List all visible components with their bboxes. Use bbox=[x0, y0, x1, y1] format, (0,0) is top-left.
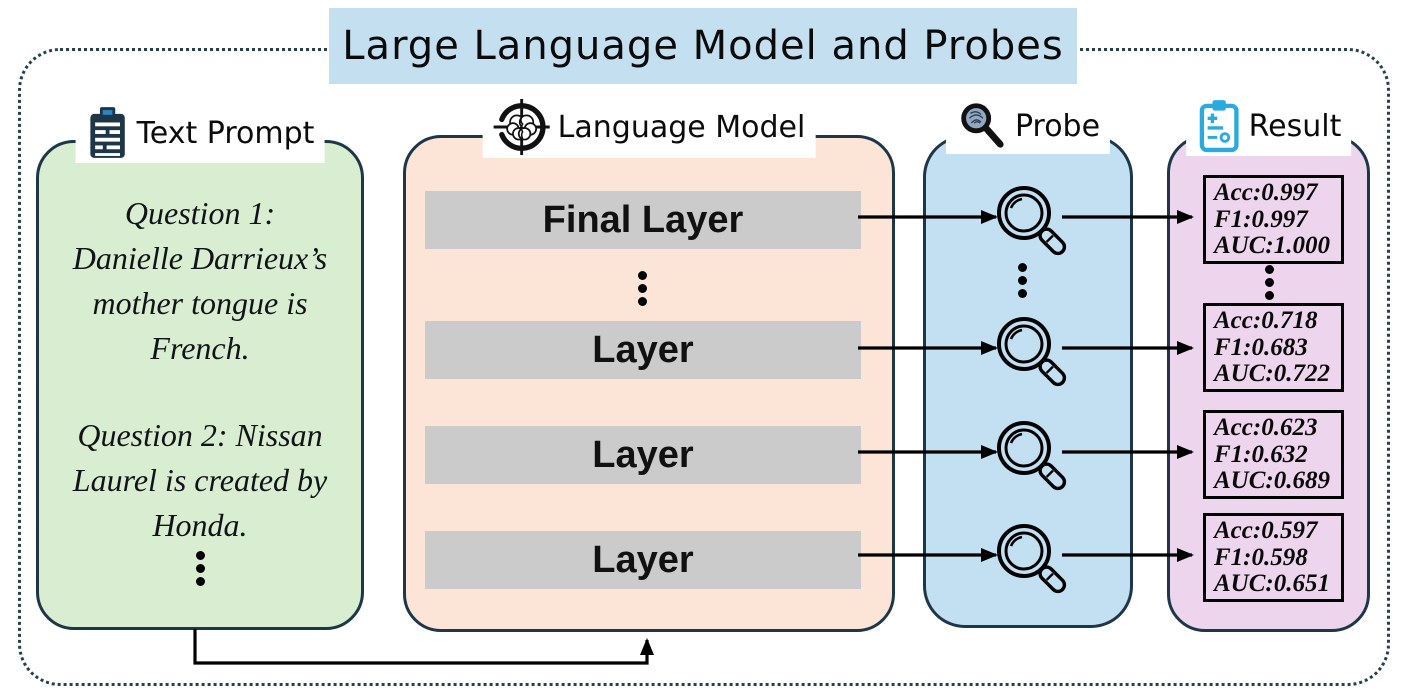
result-box: Acc:0.718 F1:0.683 AUC:0.722 bbox=[1203, 303, 1344, 392]
language-model-label: Language Model bbox=[557, 109, 806, 145]
text-prompt-header: Text Prompt bbox=[75, 103, 325, 163]
result-label: Result bbox=[1248, 108, 1342, 144]
probe-header: Probe bbox=[945, 98, 1111, 154]
question-1-line: Danielle Darrieux’s bbox=[72, 240, 328, 276]
metric-acc: Acc:0.997 bbox=[1214, 179, 1318, 206]
metric-f1: F1:0.683 bbox=[1214, 333, 1308, 361]
question-2-line: Honda. bbox=[152, 507, 248, 543]
vertical-ellipsis-icon bbox=[196, 551, 205, 586]
question-2-line: Laurel is created by bbox=[72, 462, 328, 498]
layer-bar-final: Final Layer bbox=[425, 191, 861, 249]
figure-title: Large Language Model and Probes bbox=[329, 8, 1077, 84]
probe-magnifier-icon bbox=[997, 317, 1067, 387]
vertical-ellipsis-icon bbox=[1018, 263, 1027, 298]
clipboard-icon bbox=[90, 107, 125, 158]
metric-acc: Acc:0.623 bbox=[1214, 414, 1318, 441]
fingerprint-magnifier-icon bbox=[961, 103, 1004, 148]
language-model-header: Language Model bbox=[482, 96, 816, 158]
metric-acc: Acc:0.597 bbox=[1214, 517, 1318, 544]
metric-f1: F1:0.997 bbox=[1214, 205, 1308, 233]
probe-magnifier-icon bbox=[997, 524, 1067, 594]
result-box: Acc:0.597 F1:0.598 AUC:0.651 bbox=[1203, 513, 1344, 602]
result-panel: Result Acc:0.997 F1:0.997 AUC:1.000 Acc:… bbox=[1167, 96, 1370, 632]
question-2: Question 2: Nissan Laurel is created by … bbox=[39, 413, 361, 548]
layer-bar: Layer bbox=[425, 321, 861, 379]
question-1-line: French. bbox=[150, 330, 250, 366]
result-clipboard-icon bbox=[1199, 100, 1239, 153]
result-box: Acc:0.623 F1:0.632 AUC:0.689 bbox=[1203, 410, 1344, 499]
question-1: Question 1: Danielle Darrieux’s mother t… bbox=[39, 191, 361, 371]
metric-f1: F1:0.632 bbox=[1214, 440, 1308, 468]
brain-target-icon bbox=[493, 98, 550, 156]
probe-magnifier-icon bbox=[997, 186, 1067, 256]
metric-f1: F1:0.598 bbox=[1214, 543, 1308, 571]
language-model-panel: Language Model Final Layer Layer Layer L… bbox=[403, 96, 895, 632]
metric-auc: AUC:0.722 bbox=[1214, 360, 1330, 387]
text-prompt-panel: Text Prompt Question 1: Danielle Darrieu… bbox=[36, 103, 364, 630]
vertical-ellipsis-icon bbox=[638, 271, 647, 306]
metric-auc: AUC:1.000 bbox=[1214, 232, 1330, 259]
question-1-line: mother tongue is bbox=[92, 285, 308, 321]
probe-label: Probe bbox=[1014, 108, 1101, 144]
probe-magnifier-icon bbox=[997, 421, 1067, 491]
layer-bar: Layer bbox=[425, 531, 861, 589]
question-1-line: Question 1: bbox=[124, 195, 276, 231]
metric-auc: AUC:0.689 bbox=[1214, 467, 1330, 494]
result-box: Acc:0.997 F1:0.997 AUC:1.000 bbox=[1203, 175, 1344, 264]
vertical-ellipsis-icon bbox=[1265, 265, 1274, 300]
question-2-line: Question 2: Nissan bbox=[77, 417, 323, 453]
result-header: Result bbox=[1185, 96, 1352, 156]
metric-acc: Acc:0.718 bbox=[1214, 307, 1318, 334]
text-prompt-label: Text Prompt bbox=[136, 115, 315, 151]
layer-bar: Layer bbox=[425, 426, 861, 484]
metric-auc: AUC:0.651 bbox=[1214, 570, 1330, 597]
